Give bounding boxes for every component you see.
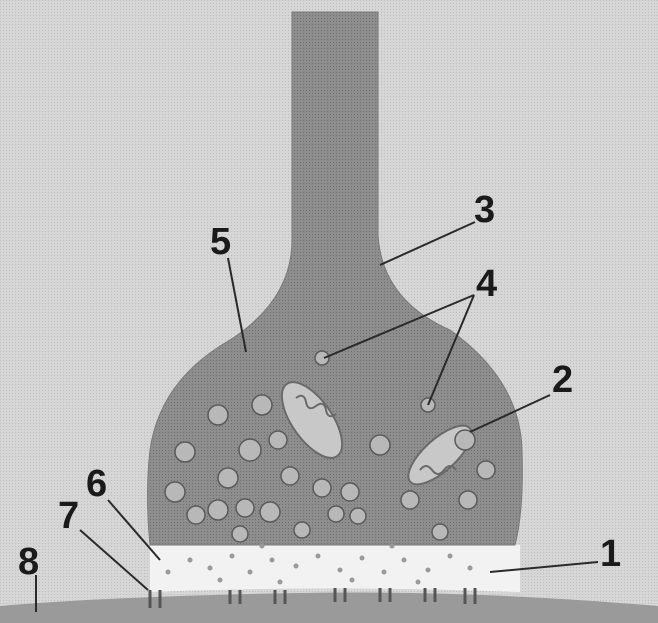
- vesicle: [252, 395, 272, 415]
- label-5: 5: [210, 221, 231, 263]
- vesicle: [294, 522, 310, 538]
- synaptic-cleft: [150, 540, 520, 592]
- vesicle: [175, 442, 195, 462]
- vesicle: [477, 461, 495, 479]
- vesicle: [432, 524, 448, 540]
- vesicle: [350, 508, 366, 524]
- vesicle: [313, 479, 331, 497]
- vesicle: [281, 467, 299, 485]
- vesicle: [459, 491, 477, 509]
- label-3: 3: [474, 189, 495, 231]
- vesicle: [341, 483, 359, 501]
- label-8: 8: [18, 541, 39, 583]
- vesicle: [370, 435, 390, 455]
- vesicle: [239, 439, 261, 461]
- vesicle: [165, 482, 185, 502]
- vesicle: [260, 502, 280, 522]
- vesicle: [315, 351, 329, 365]
- label-4: 4: [476, 263, 497, 305]
- label-6: 6: [86, 463, 107, 505]
- label-2: 2: [552, 359, 573, 401]
- label-1: 1: [600, 533, 621, 575]
- vesicle: [187, 506, 205, 524]
- vesicle: [208, 500, 228, 520]
- label-7: 7: [58, 495, 79, 537]
- vesicle: [328, 506, 344, 522]
- vesicle: [236, 499, 254, 517]
- vesicle: [218, 468, 238, 488]
- vesicle: [401, 491, 419, 509]
- vesicle: [455, 430, 475, 450]
- vesicle: [232, 526, 248, 542]
- vesicle: [269, 431, 287, 449]
- vesicle: [208, 405, 228, 425]
